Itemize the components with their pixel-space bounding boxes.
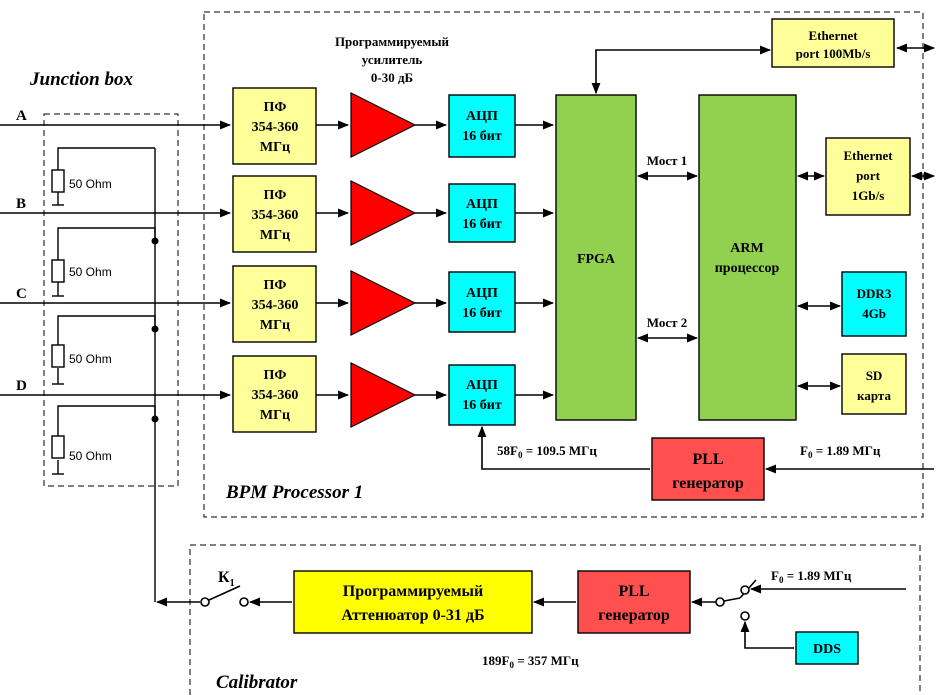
filter-4-line3: МГц [260, 408, 290, 423]
filter-3-line1: ПФ [264, 278, 287, 293]
amplifier-title-2: усилитель [362, 52, 423, 67]
resistor-label-2: 50 Ohm [69, 265, 112, 279]
freq-f0-top: F0 = 1.89 МГц [800, 443, 881, 460]
sd-line1: SD [866, 368, 883, 383]
fpga-label: FPGA [577, 252, 616, 267]
adc-4-line2: 16 бит [462, 398, 502, 413]
ddr3-line1: DDR3 [857, 286, 892, 301]
ethernet-1g-line2: port [856, 168, 881, 183]
junction-box-label: Junction box [29, 69, 133, 90]
amplifier-4 [350, 362, 417, 428]
junction-resistors [52, 147, 156, 602]
input-label-b: B [16, 196, 26, 212]
bridge-2-label: Мост 2 [647, 315, 688, 330]
sd-line2: карта [857, 388, 891, 403]
pll-2-line2: генератор [598, 607, 670, 624]
calibrator-label: Calibrator [216, 672, 298, 693]
resistor-label-4: 50 Ohm [69, 449, 112, 463]
sd-block [841, 353, 907, 415]
pll-2-line1: PLL [618, 583, 649, 600]
attenuator-line1: Программируемый [343, 583, 483, 600]
fpga-block [555, 94, 637, 421]
filter-3-line2: 354-360 [252, 298, 299, 313]
adc-1-line2: 16 бит [462, 129, 502, 144]
input-label-c: C [16, 286, 27, 302]
adc-2-line2: 16 бит [462, 217, 502, 232]
freq-f0-bottom: F0 = 1.89 МГц [771, 568, 852, 585]
filter-1-line2: 354-360 [252, 120, 299, 135]
resistor-label-3: 50 Ohm [69, 352, 112, 366]
amp-to-adc-lines [415, 120, 448, 400]
ethernet-100-line1: Ethernet [808, 28, 858, 43]
pll-2-block [577, 570, 691, 634]
filter-4-line2: 354-360 [252, 388, 299, 403]
amplifier-1 [350, 92, 417, 158]
filter-1-line1: ПФ [264, 100, 287, 115]
bridge-lines [636, 171, 699, 343]
attenuator-block [293, 570, 533, 634]
filter-2-line2: 354-360 [252, 208, 299, 223]
bridge-1-label: Мост 1 [647, 153, 688, 168]
calibrator-frame [189, 544, 921, 695]
switch-k1 [200, 585, 249, 607]
adc-1-line1: АЦП [466, 109, 498, 124]
ethernet-100-line2: port 100Mb/s [796, 46, 871, 61]
ethernet-1g-line3: 1Gb/s [852, 188, 885, 203]
amplifiers [350, 92, 417, 428]
amplifier-title-3: 0-30 дБ [371, 70, 413, 85]
pll-1-line2: генератор [672, 475, 744, 492]
switch-k1-label: К1 [218, 569, 235, 589]
adc-blocks [448, 94, 516, 426]
ethernet-1g-line1: Ethernet [843, 148, 893, 163]
bpm-processor-label: BPM Processor 1 [225, 482, 363, 503]
reference-switch [715, 579, 757, 621]
ethernet-100-block [771, 18, 895, 68]
amplifier-3 [350, 270, 417, 336]
adc-4-line1: АЦП [466, 378, 498, 393]
filter-4-line1: ПФ [264, 368, 287, 383]
junction-dots [151, 237, 159, 423]
pll-1-block [651, 437, 765, 501]
filter-3-line3: МГц [260, 318, 290, 333]
arm-label-1: ARM [730, 241, 763, 256]
attenuator-line2: Аттенюатор 0-31 дБ [341, 607, 484, 624]
filter-2-line1: ПФ [264, 188, 287, 203]
freq-58f0: 58F0 = 109.5 МГц [497, 443, 597, 460]
freq-189f0: 189F0 = 357 МГц [482, 653, 579, 670]
ddr3-line2: 4Gb [862, 306, 886, 321]
ddr3-block [841, 271, 907, 337]
input-label-d: D [16, 378, 27, 394]
input-label-a: A [16, 108, 27, 124]
bpm-processor-frame [203, 11, 924, 518]
dds-to-switch [740, 620, 794, 649]
input-lines [0, 120, 232, 400]
dds-block [795, 631, 859, 665]
bandpass-filters [232, 87, 317, 433]
resistor-symbols [51, 169, 65, 459]
adc-2-line1: АЦП [466, 197, 498, 212]
filter-2-line3: МГц [260, 228, 290, 243]
arm-block [698, 94, 797, 421]
pll-1-links [477, 425, 934, 474]
amplifier-title-1: Программируемый [335, 34, 450, 49]
adc-to-fpga-lines [515, 120, 555, 400]
arm-label-2: процессор [715, 261, 780, 276]
adc-3-line2: 16 бит [462, 306, 502, 321]
amplifier-2 [350, 180, 417, 246]
filter-to-amp-lines [316, 120, 350, 400]
ethernet-1g-block [825, 137, 911, 216]
junction-box-frame [43, 113, 179, 487]
dds-label: DDS [813, 642, 841, 657]
pll-1-line1: PLL [692, 451, 723, 468]
resistor-label-1: 50 Ohm [69, 177, 112, 191]
filter-1-line3: МГц [260, 140, 290, 155]
ethernet-100-links [591, 43, 936, 95]
adc-3-line1: АЦП [466, 286, 498, 301]
